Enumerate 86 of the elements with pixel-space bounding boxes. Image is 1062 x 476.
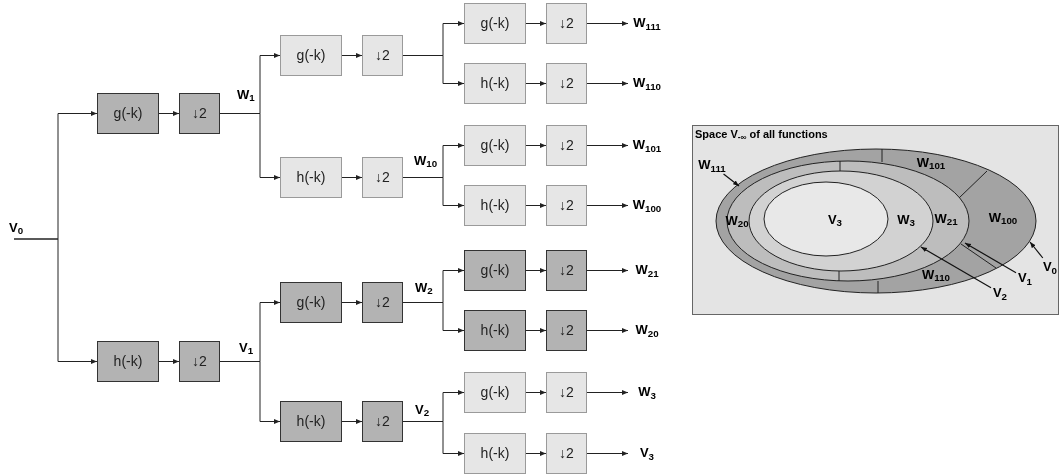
signal-label: W$_{111}$ xyxy=(628,14,666,32)
downsample-box: ↓2 xyxy=(546,185,587,226)
arrow xyxy=(402,177,465,208)
arrow xyxy=(586,451,629,456)
region-label: V$_{3}$ xyxy=(827,213,843,227)
arrow xyxy=(341,419,363,424)
filter-box: h(-k) xyxy=(464,433,526,474)
leader-line xyxy=(1029,241,1044,259)
leader-line xyxy=(920,246,992,289)
signal-label: W$_{100}$ xyxy=(628,196,666,214)
edge-label: W$_{1}$ xyxy=(236,88,256,102)
arrow xyxy=(525,390,547,395)
signal-label: W$_{21}$ xyxy=(628,261,666,279)
arrow xyxy=(525,203,547,208)
downsample-box: ↓2 xyxy=(179,93,220,134)
filter-box: h(-k) xyxy=(464,185,526,226)
arrow xyxy=(525,143,547,148)
filter-box: h(-k) xyxy=(280,157,342,198)
downsample-box: ↓2 xyxy=(546,250,587,291)
panel-title: Space V$_{-∞}$ of all functions xyxy=(695,127,828,143)
region-label: W$_{100}$ xyxy=(988,211,1018,225)
signal-label: W$_{20}$ xyxy=(628,321,666,339)
downsample-box: ↓2 xyxy=(362,157,403,198)
arrow xyxy=(341,300,363,305)
filter-box: g(-k) xyxy=(464,125,526,166)
signal-label: V$_{1}$ xyxy=(1016,269,1034,287)
signal-label: W$_{101}$ xyxy=(628,136,666,154)
downsample-box: ↓2 xyxy=(362,401,403,442)
signal-label: W$_{3}$ xyxy=(628,383,666,401)
downsample-box: ↓2 xyxy=(546,372,587,413)
leader-line xyxy=(722,173,740,187)
downsample-box: ↓2 xyxy=(362,282,403,323)
region-label: W$_{110}$ xyxy=(922,268,950,282)
downsample-box: ↓2 xyxy=(362,35,403,76)
downsample-box: ↓2 xyxy=(546,310,587,351)
arrow xyxy=(586,203,629,208)
downsample-box: ↓2 xyxy=(546,3,587,44)
downsample-box: ↓2 xyxy=(546,433,587,474)
signal-label: W$_{111}$ xyxy=(694,156,730,174)
arrow xyxy=(525,328,547,333)
arrow xyxy=(586,81,629,86)
filter-box: g(-k) xyxy=(464,3,526,44)
arrow xyxy=(402,421,465,456)
filter-box: h(-k) xyxy=(464,310,526,351)
filter-box: h(-k) xyxy=(464,63,526,104)
region-label: W$_{3}$ xyxy=(897,213,915,227)
arrow xyxy=(586,143,629,148)
arrow xyxy=(525,451,547,456)
region-label: W$_{101}$ xyxy=(916,156,946,170)
arrow xyxy=(586,328,629,333)
arrow xyxy=(341,53,363,58)
edge-label: V$_{2}$ xyxy=(414,403,431,417)
downsample-box: ↓2 xyxy=(546,63,587,104)
signal-label: V$_{0}$ xyxy=(1041,258,1059,276)
signal-label: V$_{3}$ xyxy=(628,444,666,462)
arrow xyxy=(586,390,629,395)
filter-box: h(-k) xyxy=(280,401,342,442)
arrow xyxy=(586,21,629,26)
leader-line xyxy=(964,242,1017,274)
region-label: W$_{21}$ xyxy=(934,212,958,226)
filter-box: g(-k) xyxy=(464,250,526,291)
edge-label: W$_{2}$ xyxy=(414,281,434,295)
edge-label: W$_{10}$ xyxy=(413,154,439,168)
arrow xyxy=(525,81,547,86)
edge-label: V$_{1}$ xyxy=(238,341,255,355)
arrow xyxy=(158,111,180,116)
arrow xyxy=(341,175,363,180)
arrow xyxy=(525,21,547,26)
region-label: W$_{20}$ xyxy=(725,214,749,228)
filter-box: g(-k) xyxy=(464,372,526,413)
arrow xyxy=(13,238,98,364)
filter-box: g(-k) xyxy=(280,282,342,323)
function-space-panel xyxy=(692,125,1059,315)
arrow xyxy=(525,268,547,273)
filter-box: g(-k) xyxy=(280,35,342,76)
downsample-box: ↓2 xyxy=(546,125,587,166)
edge-label: V$_{0}$ xyxy=(8,221,25,235)
downsample-box: ↓2 xyxy=(179,341,220,382)
arrow xyxy=(402,55,465,86)
arrow xyxy=(586,268,629,273)
filter-box: h(-k) xyxy=(97,341,159,382)
arrow xyxy=(402,302,465,333)
filter-box: g(-k) xyxy=(97,93,159,134)
arrow xyxy=(158,359,180,364)
signal-label: V$_{2}$ xyxy=(991,284,1009,302)
signal-label: W$_{110}$ xyxy=(628,74,666,92)
